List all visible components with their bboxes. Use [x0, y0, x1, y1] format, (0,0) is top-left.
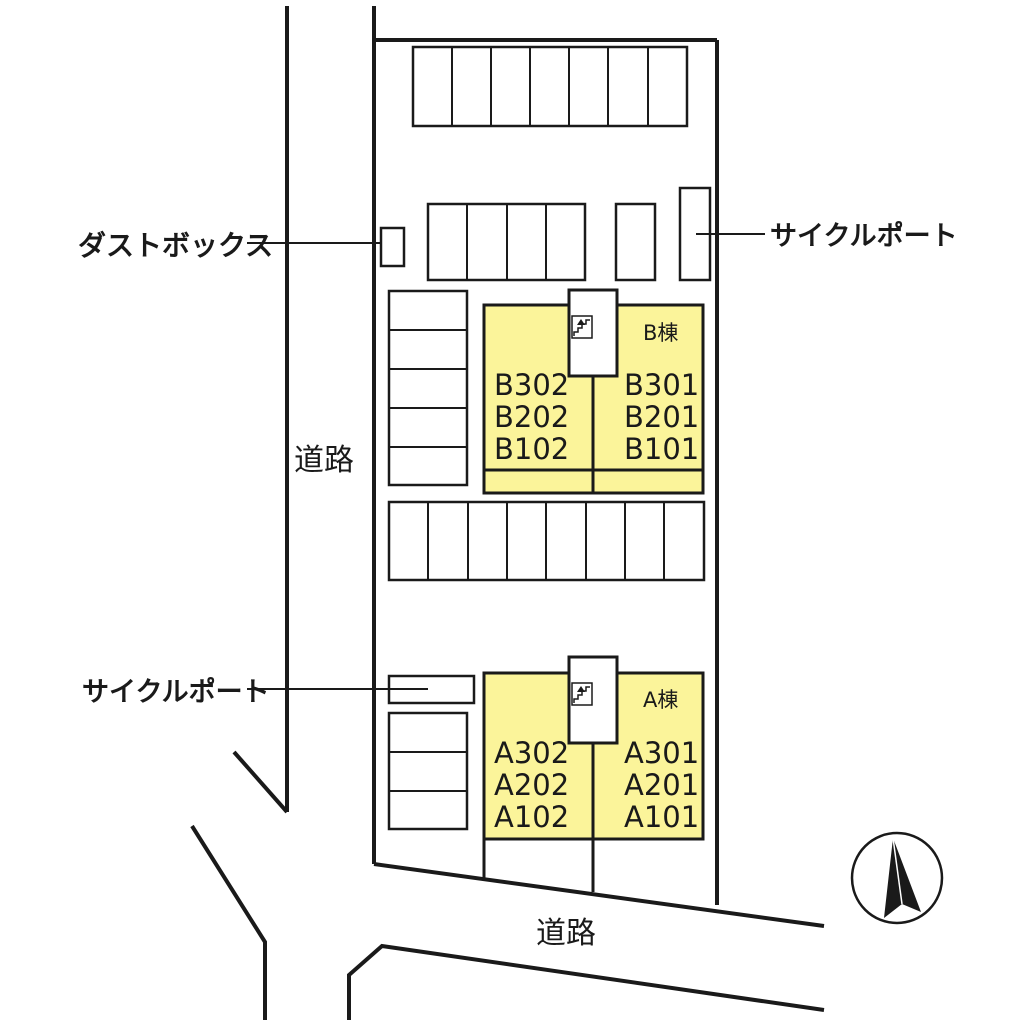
parking-slot: [614, 202, 657, 282]
parking-row-second: [426, 202, 657, 282]
north-arrow-icon: [850, 831, 944, 925]
parking-block: [387, 289, 469, 487]
parking-row-top: [411, 45, 689, 128]
south-road: [190, 824, 825, 1020]
stairs-icon: [571, 315, 593, 339]
cycle-port-lower: [387, 674, 476, 705]
parking-column-left-a: [387, 711, 469, 831]
building-b-name: B棟: [643, 321, 678, 345]
unit-label: B202: [494, 400, 569, 434]
cycle-port-lower-label: サイクルポート: [82, 677, 270, 708]
unit-label: B302: [494, 368, 569, 402]
dust-box: [379, 226, 406, 268]
unit-label: A202: [494, 768, 569, 802]
unit-label: A101: [624, 800, 699, 834]
road-label-west: 道路: [294, 443, 354, 478]
unit-label: B102: [494, 432, 569, 466]
building-a: A棟 A302 A202 A102 A301 A201 A101: [482, 655, 719, 905]
unit-label: A201: [624, 768, 699, 802]
road-edge-southwest: [190, 824, 267, 1020]
unit-label: B301: [624, 368, 699, 402]
building-a-name: A棟: [643, 688, 678, 712]
parking-column-left-b: [387, 289, 469, 487]
parking-block: [411, 45, 689, 128]
unit-label: A302: [494, 736, 569, 770]
cycle-port-upper-label: サイクルポート: [770, 221, 958, 252]
road-edge-south-lower: [347, 943, 825, 1020]
west-road: [232, 6, 289, 814]
unit-label: A102: [494, 800, 569, 834]
unit-label: A301: [624, 736, 699, 770]
parking-block: [387, 711, 469, 831]
dust-box-label: ダストボックス: [78, 229, 273, 262]
stairs-icon: [571, 682, 593, 706]
unit-label: B101: [624, 432, 699, 466]
parking-row-middle: [387, 500, 706, 582]
property-boundary: [372, 6, 825, 928]
road-label-south: 道路: [536, 916, 596, 951]
building-b: B棟 B302 B202 B102 B301 B201 B101: [482, 288, 705, 495]
road-edge-west-corner: [232, 750, 289, 814]
unit-label: B201: [624, 400, 699, 434]
boundary-south-road-edge: [373, 862, 825, 928]
